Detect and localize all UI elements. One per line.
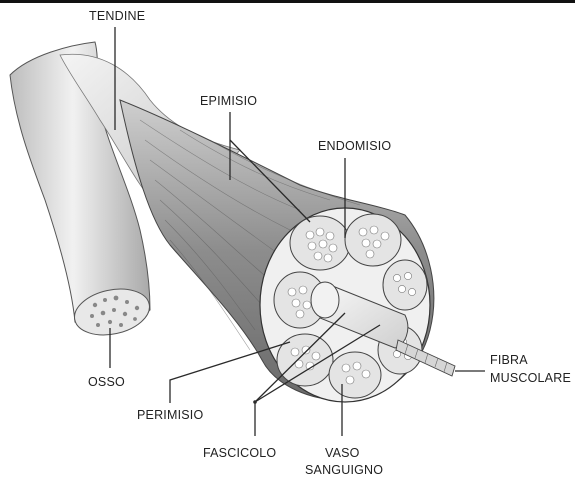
label-epimisio: EPIMISIO [200, 94, 257, 108]
label-tendine: TENDINE [89, 9, 145, 23]
label-perimisio: PERIMISIO [137, 408, 203, 422]
label-vaso-line1: VASO [325, 446, 360, 460]
label-endomisio: ENDOMISIO [318, 139, 391, 153]
label-osso: OSSO [88, 375, 125, 389]
label-fascicolo: FASCICOLO [203, 446, 276, 460]
label-vaso-line2: SANGUIGNO [305, 463, 383, 477]
label-fibra-line1: FIBRA [490, 353, 528, 367]
label-fibra-line2: MUSCOLARE [490, 371, 571, 385]
